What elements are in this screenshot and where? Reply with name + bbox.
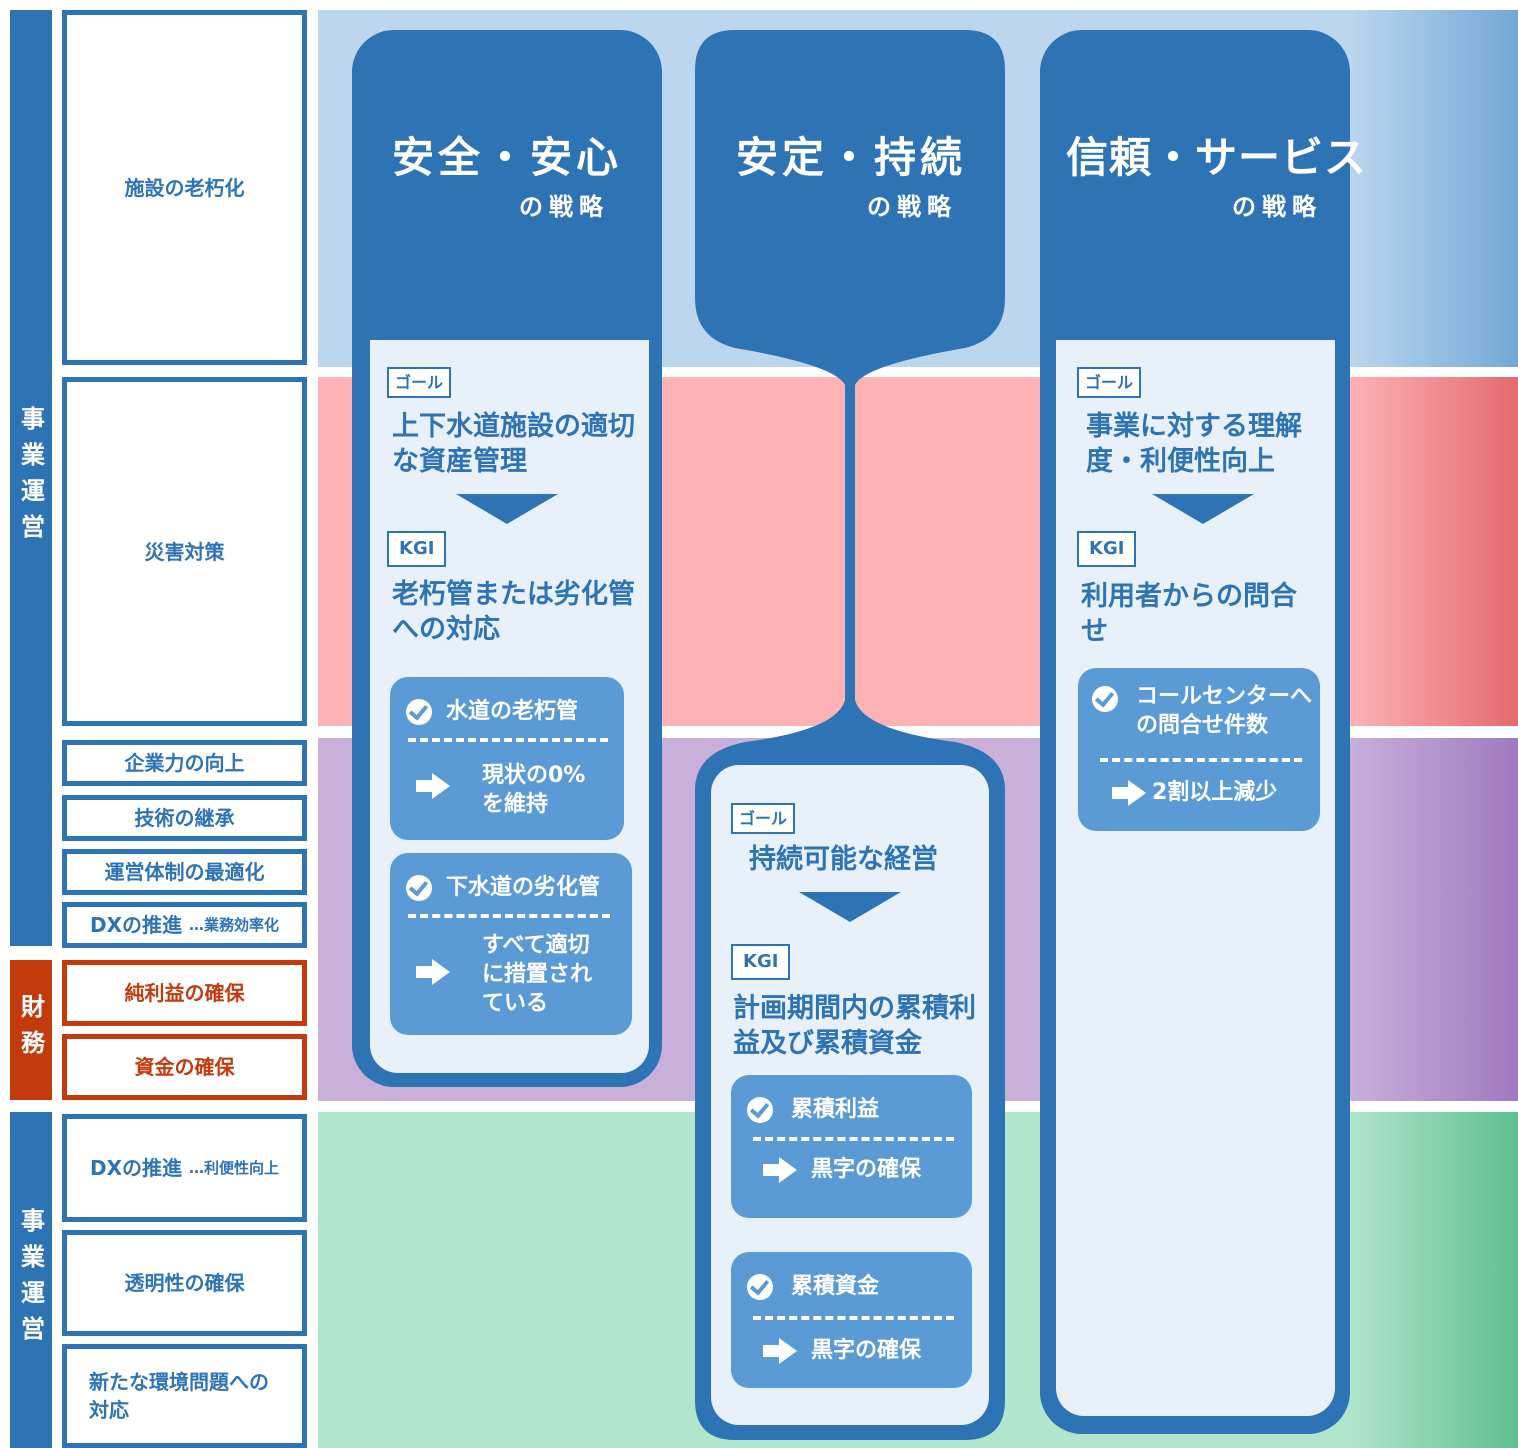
issue-aging-label: 施設の老朽化 [124,175,245,200]
issue-dx-efficiency: DXの推進 …業務効率化 [62,902,307,948]
strategy-stability-title: 安定・持続 [736,133,967,182]
issue-transparency-label: 透明性の確保 [124,1271,245,1295]
trust-goal-tag: ゴール [1077,367,1142,399]
kpi-divider [1100,758,1302,762]
issue-org: 運営体制の最適化 [62,849,307,895]
category-finance: 財務 [10,960,52,1100]
safety-goal-tag: ゴール [387,367,452,399]
issue-profit-label: 純利益の確保 [124,981,245,1005]
kpi-name: 累積資金 [791,1274,880,1299]
right-arrow-icon [763,1157,799,1183]
category-finance-label: 財務 [16,994,45,1066]
strategy-safety-title: 安全・安心 [392,133,623,182]
issue-environment-label: 新たな環境問題への対応 [89,1370,269,1422]
safety-kpi-card-2: 下水道の劣化管 すべて適切に措置されている [390,853,632,1035]
check-icon [406,875,432,901]
kpi-target: 現状の0%を維持 [482,763,586,818]
strategy-stability-subtitle: の戦略 [867,193,957,221]
issue-dx-efficiency-sub: …業務効率化 [188,915,279,934]
stability-goal-tag: ゴール [731,803,796,835]
kpi-divider [753,1316,954,1320]
kpi-divider [408,914,610,918]
kpi-target: 黒字の確保 [811,1338,922,1363]
issue-funds: 資金の確保 [62,1034,307,1100]
stability-goal-text: 持続可能な経営 [749,844,938,875]
category-operations-top: 事業運営 [10,10,52,946]
right-arrow-icon [416,959,452,985]
kpi-name: 累積利益 [791,1097,880,1122]
issue-dx-convenience: DXの推進 …利便性向上 [62,1114,307,1222]
issue-environment: 新たな環境問題への対応 [62,1344,307,1448]
kpi-divider [753,1137,954,1141]
trust-kgi-text: 利用者からの問合せ [1081,581,1297,647]
check-icon [406,699,432,725]
kpi-divider [408,738,608,742]
safety-kgi-text: 老朽管または劣化管への対応 [392,579,635,645]
trust-arrow-down-icon [1152,494,1254,524]
kpi-target: 黒字の確保 [811,1157,922,1182]
issue-aging: 施設の老朽化 [62,10,307,365]
safety-goal-text: 上下水道施設の適切な資産管理 [392,411,635,477]
kpi-name: コールセンターへの問合せ件数 [1136,684,1313,739]
category-operations-top-label: 事業運営 [16,406,45,550]
trust-kpi-card-1: コールセンターへの問合せ件数 2割以上減少 [1078,668,1320,831]
strategy-trust-subtitle: の戦略 [1232,193,1322,221]
stability-arrow-down-icon [799,892,901,922]
trust-kgi-tag: KGI [1077,531,1137,567]
issue-transparency: 透明性の確保 [62,1230,307,1336]
safety-kpi-card-1: 水道の老朽管 現状の0%を維持 [390,677,624,840]
stability-kgi-tag: KGI [731,944,791,980]
right-arrow-icon [763,1338,799,1364]
issue-dx-convenience-label: DXの推進 [89,1156,183,1180]
right-arrow-icon [1112,780,1148,806]
issue-tech-label: 技術の継承 [134,806,235,830]
issue-funds-label: 資金の確保 [134,1055,235,1079]
issue-corporate: 企業力の向上 [62,740,307,786]
check-icon [747,1274,773,1300]
trust-goal-text: 事業に対する理解度・利便性向上 [1086,411,1302,477]
issue-profit: 純利益の確保 [62,960,307,1026]
issue-dx-efficiency-label: DXの推進 [89,913,183,937]
kpi-target: 2割以上減少 [1152,780,1278,805]
issue-disaster-label: 災害対策 [144,539,225,564]
category-operations-bottom: 事業運営 [10,1112,52,1448]
issue-tech: 技術の継承 [62,795,307,841]
strategy-safety-subtitle: の戦略 [519,193,609,221]
category-operations-bottom-label: 事業運営 [16,1208,45,1352]
issue-corporate-label: 企業力の向上 [124,751,245,775]
check-icon [1092,686,1118,712]
kpi-name: 水道の老朽管 [446,699,579,724]
check-icon [747,1097,773,1123]
kpi-name: 下水道の劣化管 [446,875,601,900]
kpi-target: すべて適切に措置されている [482,933,593,1017]
issue-dx-convenience-sub: …利便性向上 [188,1158,279,1177]
stability-kpi-card-2: 累積資金 黒字の確保 [731,1252,972,1388]
issue-org-label: 運営体制の最適化 [104,860,265,884]
stability-kpi-card-1: 累積利益 黒字の確保 [731,1075,972,1218]
safety-arrow-down-icon [456,494,558,524]
issue-disaster: 災害対策 [62,377,307,726]
stability-kgi-text: 計画期間内の累積利益及び累積資金 [733,993,976,1059]
safety-kgi-tag: KGI [387,531,447,567]
right-arrow-icon [416,773,452,799]
strategy-trust-title: 信頼・サービス [1066,133,1368,182]
